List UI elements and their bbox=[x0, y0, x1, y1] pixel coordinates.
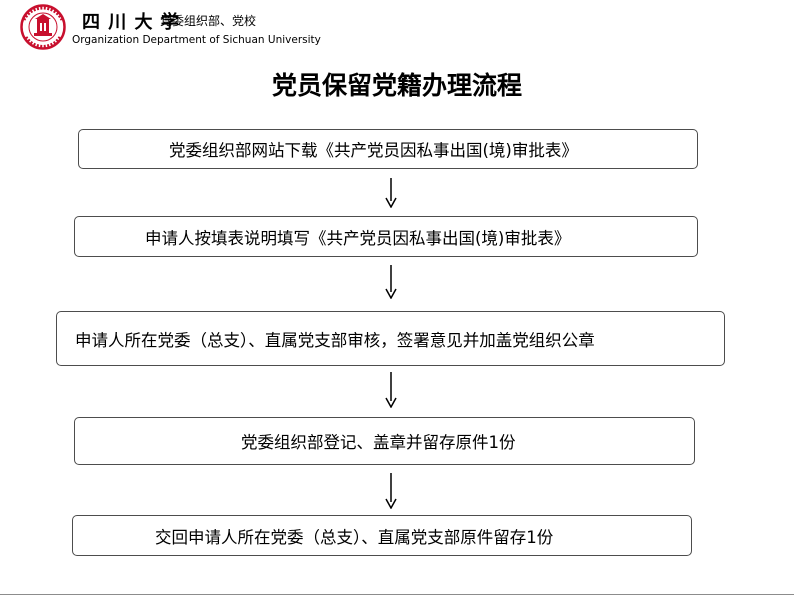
down-arrow-icon bbox=[385, 372, 397, 408]
flow-step-2: 申请人按填表说明填写《共产党员因私事出国(境)审批表》 bbox=[74, 216, 698, 257]
flow-step-3: 申请人所在党委（总支）、直属党支部审核，签署意见并加盖党组织公章 bbox=[56, 311, 725, 366]
bottom-divider bbox=[0, 594, 794, 595]
flow-step-5: 交回申请人所在党委（总支）、直属党支部原件留存1份 bbox=[72, 515, 692, 556]
university-name: 四 川 大 学 bbox=[82, 12, 180, 33]
flow-step-4: 党委组织部登记、盖章并留存原件1份 bbox=[74, 417, 695, 465]
down-arrow-icon bbox=[385, 265, 397, 299]
department-name: 党委组织部、党校 bbox=[160, 14, 257, 28]
down-arrow-icon bbox=[385, 473, 397, 509]
down-arrow-icon bbox=[385, 178, 397, 208]
department-name-english: Organization Department of Sichuan Unive… bbox=[72, 34, 321, 46]
flow-step-1: 党委组织部网站下载《共产党员因私事出国(境)审批表》 bbox=[78, 129, 698, 169]
university-seal-logo bbox=[20, 4, 66, 50]
page-title: 党员保留党籍办理流程 bbox=[271, 71, 522, 100]
